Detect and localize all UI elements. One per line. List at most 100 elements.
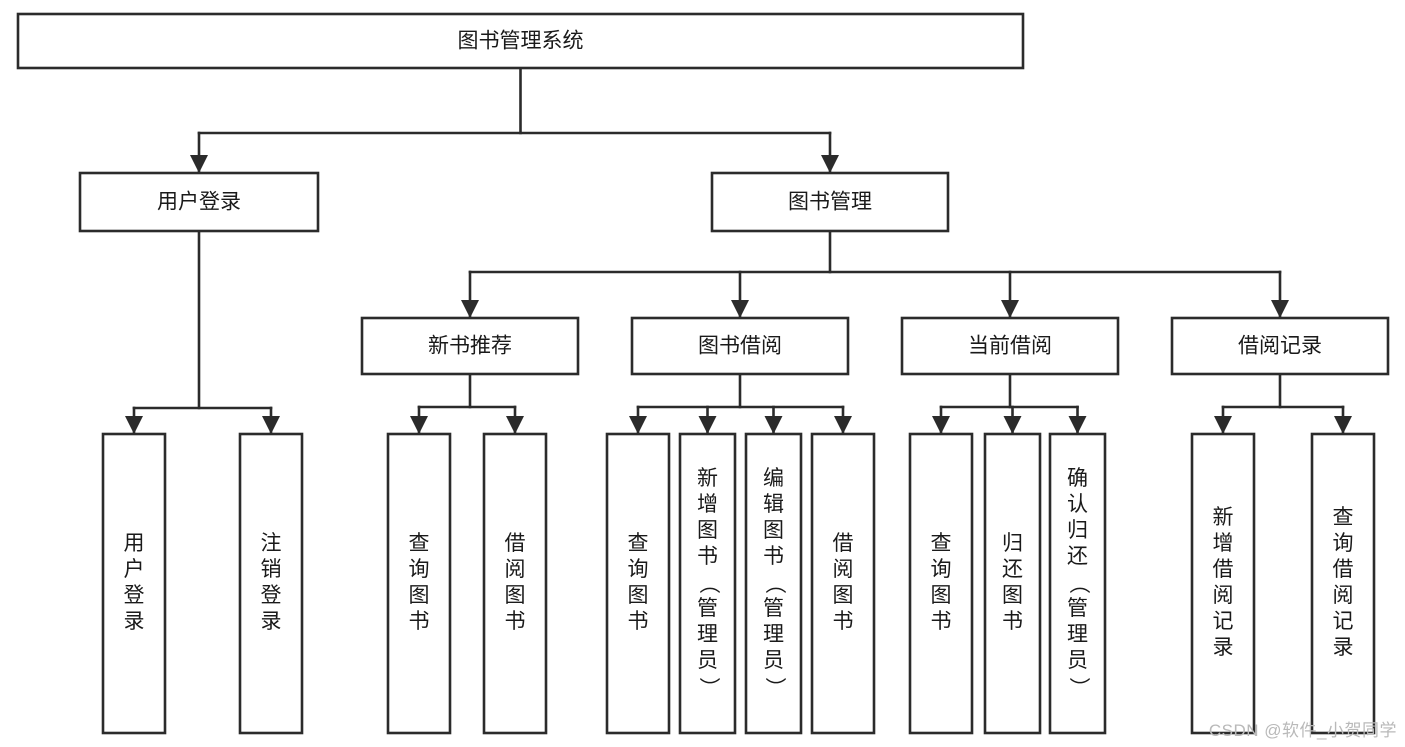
node-box-leaf-add-borrow-record[interactable]	[1190, 432, 1256, 735]
arrow-head-icon	[834, 416, 852, 434]
arrow-head-icon	[1068, 416, 1087, 434]
svg-text:书: 书	[763, 545, 784, 568]
svg-text:书: 书	[697, 545, 718, 568]
svg-text:）: ）	[1067, 677, 1090, 698]
svg-text:书: 书	[505, 610, 526, 633]
node-box-leaf-logout[interactable]	[238, 432, 304, 735]
svg-text:图: 图	[505, 584, 526, 607]
svg-text:借: 借	[833, 532, 854, 555]
svg-text:录: 录	[261, 610, 282, 633]
node-box-leaf-confirm-return[interactable]	[1048, 432, 1107, 735]
node-box-leaf-borrow-book[interactable]	[810, 432, 876, 735]
svg-text:管: 管	[763, 597, 784, 620]
arrow-head-icon	[731, 300, 749, 318]
node-box-leaf-edit-book[interactable]	[744, 432, 803, 735]
svg-text:）: ）	[763, 677, 786, 698]
node-box-current-borrow[interactable]	[900, 316, 1120, 376]
edge-group-new-book-recommend	[410, 372, 524, 435]
node-box-book-manage[interactable]	[710, 171, 950, 233]
node-label-user-login: 用户登录	[157, 191, 241, 214]
arrow-head-icon	[190, 155, 208, 173]
svg-text:）: ）	[697, 677, 720, 698]
node-new-book-recommend[interactable]: 新书推荐	[360, 316, 580, 376]
node-root[interactable]: 图书管理系统	[16, 12, 1025, 70]
svg-text:书: 书	[628, 610, 649, 633]
svg-text:录: 录	[1333, 636, 1354, 659]
svg-text:阅: 阅	[1213, 584, 1234, 607]
node-box-leaf-query-borrow-record[interactable]	[1310, 432, 1376, 735]
nodes-layer: 图书管理系统用户登录图书管理新书推荐图书借阅当前借阅借阅记录用户登录注销登录查询…	[16, 12, 1390, 735]
node-box-book-borrow[interactable]	[630, 316, 850, 376]
node-book-manage[interactable]: 图书管理	[710, 171, 950, 233]
svg-text:管: 管	[697, 597, 718, 620]
edge-group-user-login	[125, 229, 280, 435]
node-current-borrow[interactable]: 当前借阅	[900, 316, 1120, 376]
svg-text:（: （	[697, 573, 720, 594]
node-box-new-book-recommend[interactable]	[360, 316, 580, 376]
arrow-head-icon	[821, 155, 839, 173]
node-borrow-record[interactable]: 借阅记录	[1170, 316, 1390, 376]
svg-text:询: 询	[409, 558, 430, 581]
node-box-root[interactable]	[16, 12, 1025, 70]
arrow-head-icon	[1001, 300, 1019, 318]
arrow-head-icon	[125, 416, 143, 434]
arrow-head-icon	[764, 416, 783, 434]
node-box-leaf-borrow-book-rec[interactable]	[482, 432, 548, 735]
edge-group-borrow-record	[1214, 372, 1352, 435]
node-leaf-user-login[interactable]: 用户登录	[101, 432, 167, 735]
node-box-leaf-query-book-borrow[interactable]	[605, 432, 671, 735]
svg-text:户: 户	[124, 558, 145, 581]
node-label-borrow-record: 借阅记录	[1238, 335, 1322, 358]
svg-text:借: 借	[1333, 558, 1354, 581]
node-box-user-login[interactable]	[78, 171, 320, 233]
svg-text:阅: 阅	[505, 558, 526, 581]
node-box-leaf-user-login[interactable]	[101, 432, 167, 735]
node-label-book-borrow: 图书借阅	[698, 335, 782, 358]
svg-text:询: 询	[931, 558, 952, 581]
node-label-current-borrow: 当前借阅	[968, 335, 1052, 358]
node-box-leaf-query-book-rec[interactable]	[386, 432, 452, 735]
node-box-leaf-query-book-cur[interactable]	[908, 432, 974, 735]
svg-text:（: （	[1067, 573, 1090, 594]
node-book-borrow[interactable]: 图书借阅	[630, 316, 850, 376]
node-box-leaf-return-book[interactable]	[983, 432, 1042, 735]
svg-text:（: （	[763, 573, 786, 594]
node-box-leaf-add-book[interactable]	[678, 432, 737, 735]
edges-layer	[125, 66, 1352, 435]
svg-text:图: 图	[628, 584, 649, 607]
svg-text:确: 确	[1067, 467, 1088, 490]
node-user-login[interactable]: 用户登录	[78, 171, 320, 233]
node-box-borrow-record[interactable]	[1170, 316, 1390, 376]
node-label-new-book-recommend: 新书推荐	[428, 335, 512, 358]
svg-text:录: 录	[1213, 636, 1234, 659]
svg-text:登: 登	[124, 584, 145, 607]
svg-text:阅: 阅	[833, 558, 854, 581]
svg-text:阅: 阅	[1333, 584, 1354, 607]
edge-group-current-borrow	[932, 372, 1087, 435]
edge-group-book-borrow	[629, 372, 852, 435]
svg-text:书: 书	[931, 610, 952, 633]
svg-text:理: 理	[1067, 623, 1088, 646]
svg-text:认: 认	[1067, 493, 1088, 516]
arrow-head-icon	[506, 416, 524, 434]
svg-text:图: 图	[697, 519, 718, 542]
